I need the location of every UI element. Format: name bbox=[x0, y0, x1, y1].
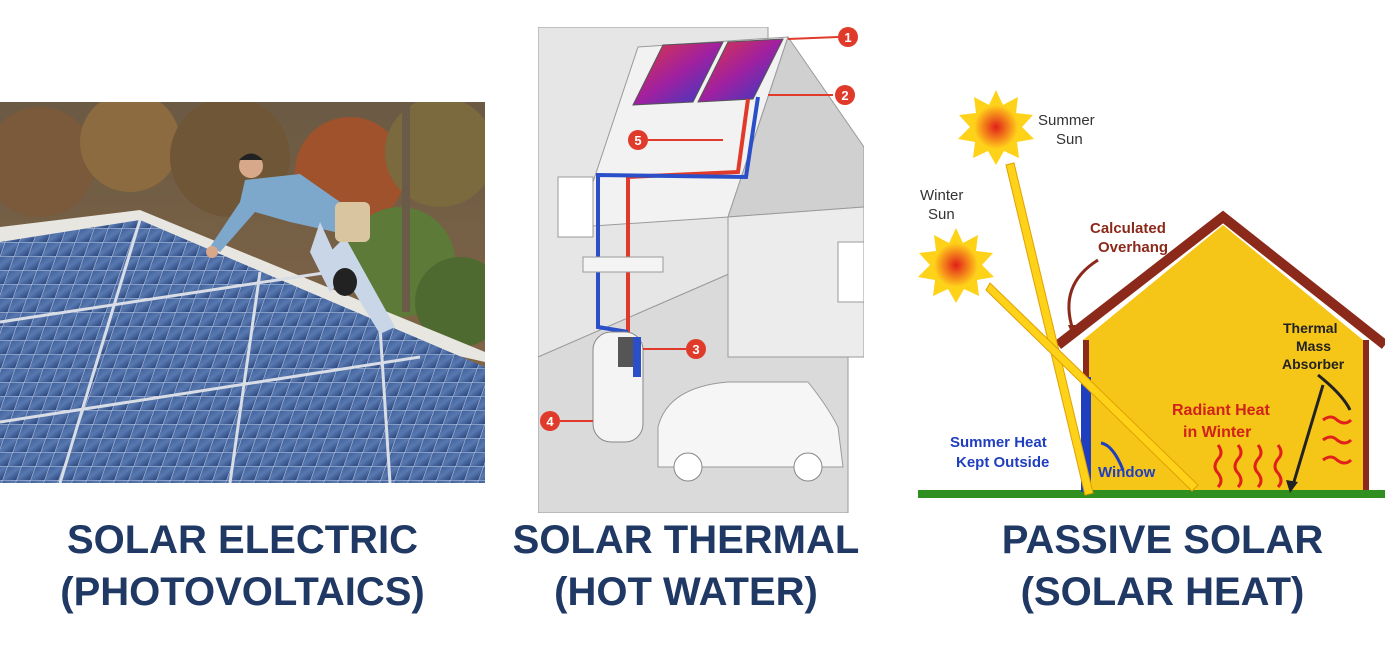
callout-1-label: 1 bbox=[844, 30, 851, 45]
callout-1: 1 bbox=[787, 27, 858, 47]
photovoltaics-illustration bbox=[0, 92, 505, 484]
window-label: Window bbox=[1098, 464, 1156, 481]
caption-passive-solar: PASSIVE SOLAR (SOLAR HEAT) bbox=[940, 514, 1385, 618]
solar-thermal-illustration: 1 2 3 4 5 bbox=[537, 26, 865, 514]
winter-sun-label-1: Winter bbox=[920, 187, 963, 204]
caption-passive-solar-line2: (SOLAR HEAT) bbox=[1020, 570, 1305, 614]
photovoltaics-photo bbox=[0, 92, 505, 484]
overhang-label-1: Calculated bbox=[1090, 220, 1166, 237]
callout-3-label: 3 bbox=[692, 342, 699, 357]
installer-figure bbox=[206, 153, 395, 334]
winter-sun-label-2: Sun bbox=[928, 206, 955, 223]
callout-5-label: 5 bbox=[634, 133, 641, 148]
thermal-mass-label-2: Mass bbox=[1296, 338, 1331, 354]
caption-solar-thermal-line2: (HOT WATER) bbox=[554, 570, 818, 614]
summer-sun-label-2: Sun bbox=[1056, 131, 1083, 148]
callout-4-label: 4 bbox=[546, 414, 554, 429]
thermal-mass-label-1: Thermal bbox=[1283, 320, 1337, 336]
caption-solar-thermal: SOLAR THERMAL (HOT WATER) bbox=[498, 514, 874, 618]
summer-sun-label-1: Summer bbox=[1038, 112, 1095, 129]
callout-5: 5 bbox=[628, 130, 723, 150]
winter-sun-icon bbox=[918, 228, 994, 303]
summer-sun-icon bbox=[958, 90, 1034, 165]
summer-heat-label-1: Summer Heat bbox=[950, 434, 1047, 451]
thermal-mass-label-3: Absorber bbox=[1282, 356, 1345, 372]
passive-solar-diagram: Summer Sun Winter Sun Calculated Overhan… bbox=[918, 85, 1385, 500]
caption-solar-electric-line1: SOLAR ELECTRIC bbox=[66, 518, 419, 562]
overhang-label-2: Overhang bbox=[1098, 239, 1168, 256]
callout-3: 3 bbox=[643, 339, 706, 359]
callout-2: 2 bbox=[768, 85, 855, 105]
summer-heat-label-2: Kept Outside bbox=[956, 454, 1049, 471]
radiant-heat-label-1: Radiant Heat bbox=[1172, 402, 1270, 419]
caption-solar-electric: SOLAR ELECTRIC (PHOTOVOLTAICS) bbox=[0, 514, 485, 618]
radiant-heat-label-2: in Winter bbox=[1183, 424, 1251, 441]
caption-solar-electric-line2: (PHOTOVOLTAICS) bbox=[60, 570, 425, 614]
passive-solar-illustration: Summer Sun Winter Sun Calculated Overhan… bbox=[918, 90, 1385, 498]
caption-solar-thermal-line1: SOLAR THERMAL bbox=[512, 518, 860, 562]
callout-2-label: 2 bbox=[841, 88, 848, 103]
callout-4: 4 bbox=[540, 411, 593, 431]
solar-thermal-diagram: 1 2 3 4 5 bbox=[537, 26, 865, 514]
caption-passive-solar-line1: PASSIVE SOLAR bbox=[1001, 518, 1324, 562]
radiant-heat-waves bbox=[1213, 415, 1353, 489]
